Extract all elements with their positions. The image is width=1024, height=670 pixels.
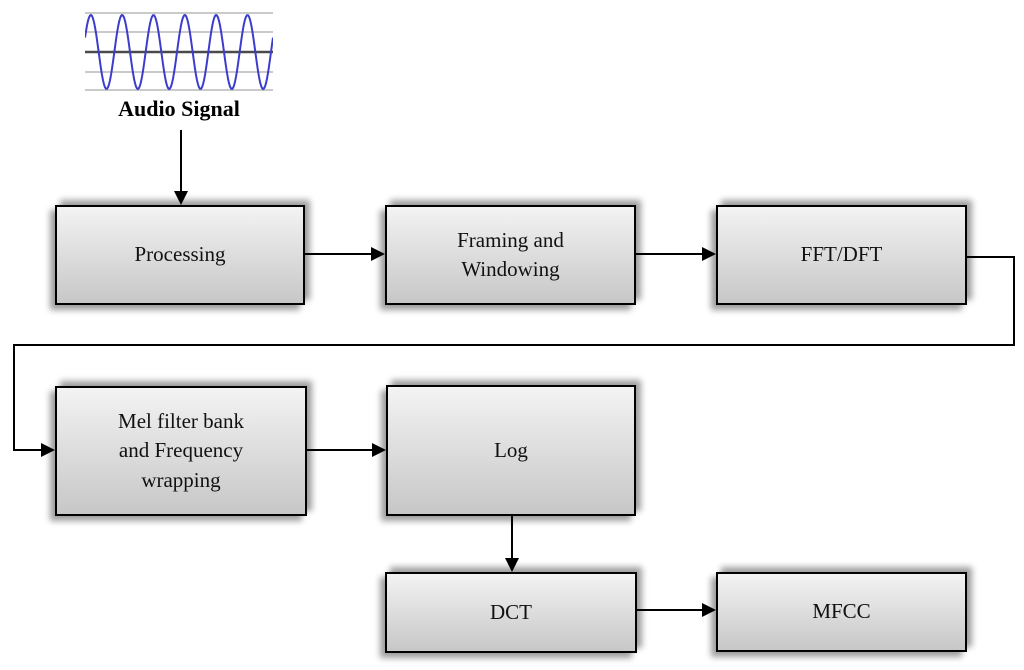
connector-mel-to-log <box>307 449 373 451</box>
arrowhead-down-processing <box>174 191 188 205</box>
node-framing-windowing-label: Framing and Windowing <box>457 227 564 281</box>
node-mel-filter-bank: Mel filter bank and Frequency wrapping <box>55 386 307 516</box>
node-mfcc-label: MFCC <box>812 599 871 624</box>
connector-fft-wrap-seg2 <box>1013 256 1015 346</box>
connector-fft-wrap-seg1 <box>967 256 1015 258</box>
audio-waveform-image <box>84 8 274 98</box>
arrowhead-right-log <box>372 443 386 457</box>
arrowhead-right-mfcc <box>702 603 716 617</box>
connector-log-to-dct <box>511 516 513 560</box>
node-mel-filter-bank-label: Mel filter bank and Frequency wrapping <box>118 408 244 492</box>
arrowhead-right-fft <box>702 247 716 261</box>
connector-dct-to-mfcc <box>637 609 703 611</box>
connector-fft-wrap-seg4 <box>13 344 15 451</box>
node-dct-label: DCT <box>490 599 532 624</box>
node-processing: Processing <box>55 205 305 305</box>
node-log-label: Log <box>494 437 528 462</box>
node-dct: DCT <box>385 572 637 653</box>
node-mfcc: MFCC <box>716 572 967 652</box>
node-log: Log <box>386 385 636 516</box>
connector-framing-to-fft <box>636 253 704 255</box>
connector-audio-to-processing <box>180 130 182 193</box>
arrowhead-right-mel <box>41 443 55 457</box>
audio-signal-label: Audio Signal <box>118 96 240 121</box>
connector-fft-wrap-seg5 <box>13 449 42 451</box>
node-processing-label: Processing <box>134 242 226 267</box>
arrowhead-down-dct <box>505 558 519 572</box>
node-framing-windowing: Framing and Windowing <box>385 205 636 305</box>
sine-wave-icon <box>84 12 274 91</box>
arrowhead-right-framing <box>371 247 385 261</box>
connector-fft-wrap-seg3 <box>13 344 1015 346</box>
connector-processing-to-framing <box>305 253 373 255</box>
node-fft-dft: FFT/DFT <box>716 205 967 305</box>
node-fft-dft-label: FFT/DFT <box>800 242 883 267</box>
